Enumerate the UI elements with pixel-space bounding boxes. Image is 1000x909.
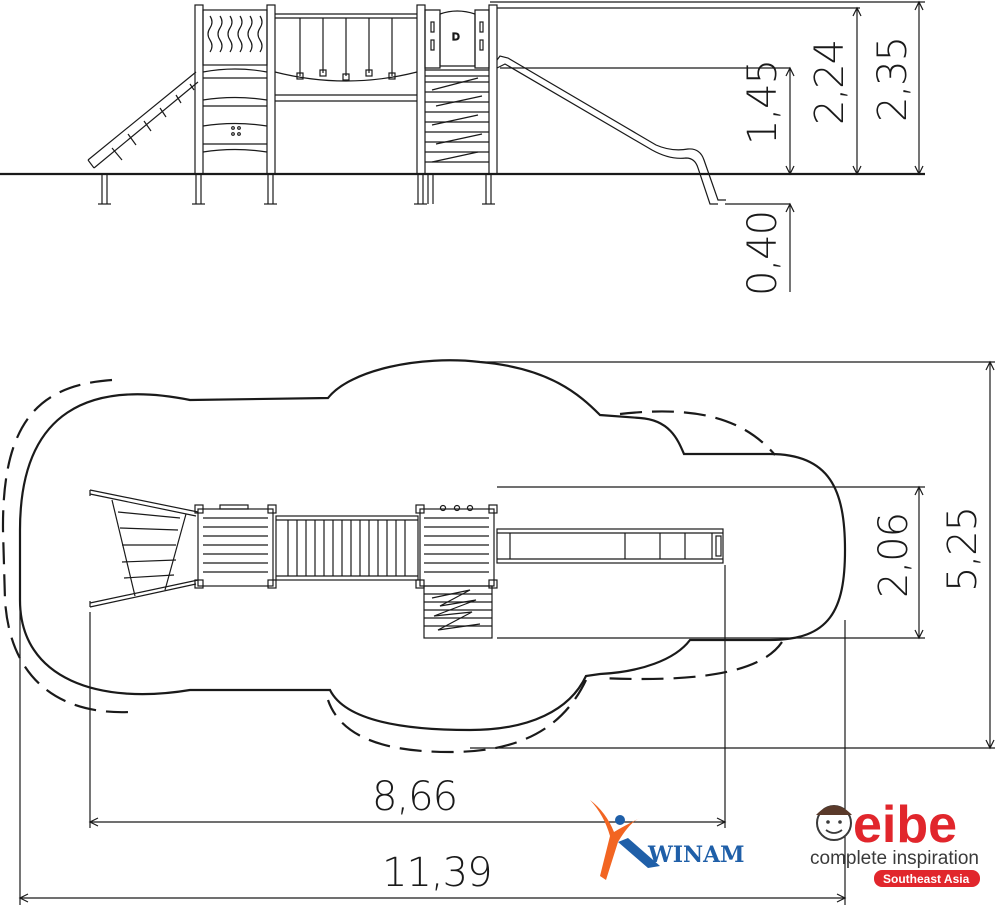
- equipment-length-label: 8,66: [372, 774, 457, 820]
- winam-wordmark: WINAM: [647, 842, 745, 868]
- elevation-extension-lines: [490, 1, 925, 205]
- foundation-depth-label: 0,40: [740, 211, 786, 296]
- elevation-view: D: [0, 0, 925, 296]
- plan-extension-lines: [19, 361, 995, 905]
- right-tower: D: [416, 4, 498, 175]
- total-height-label: 2,35: [870, 37, 916, 122]
- eibe-region-label: Southeast Asia: [883, 872, 970, 886]
- plan-equipment: [89, 489, 724, 639]
- elevation-dimension-lines: [785, 0, 924, 292]
- eibe-tagline: complete inspiration: [810, 848, 979, 869]
- slide: [496, 55, 726, 205]
- climbing-ramp: [87, 71, 199, 169]
- safety-area-dashed: [1, 378, 131, 714]
- deck-height-label: 1,45: [740, 60, 786, 145]
- safety-area-dashed-bottom: [326, 679, 587, 754]
- area-width-label: 5,25: [940, 507, 986, 592]
- bridge: [274, 13, 418, 102]
- eibe-wordmark: eibe: [853, 796, 957, 854]
- safety-area-dashed-bottom-right: [599, 641, 783, 681]
- eibe-face-icon: [816, 805, 852, 841]
- free-fall-height-label: 2,24: [807, 40, 853, 125]
- svg-text:D: D: [452, 32, 460, 43]
- safety-area-outline: [18, 359, 847, 732]
- eibe-logo: eibe complete inspiration Southeast Asia: [810, 796, 980, 887]
- area-length-label: 11,39: [382, 850, 492, 896]
- left-tower: [194, 4, 276, 175]
- equipment-width-label: 2,06: [871, 513, 917, 598]
- safety-area-dashed-right: [619, 410, 776, 456]
- foundation-posts: [98, 174, 495, 205]
- winam-figure-icon: [590, 800, 640, 880]
- eibe-region-badge: [874, 870, 980, 887]
- plan-view: 8,66 11,39 2,06 5,25: [1, 359, 995, 905]
- winam-logo: WINAM: [590, 800, 745, 880]
